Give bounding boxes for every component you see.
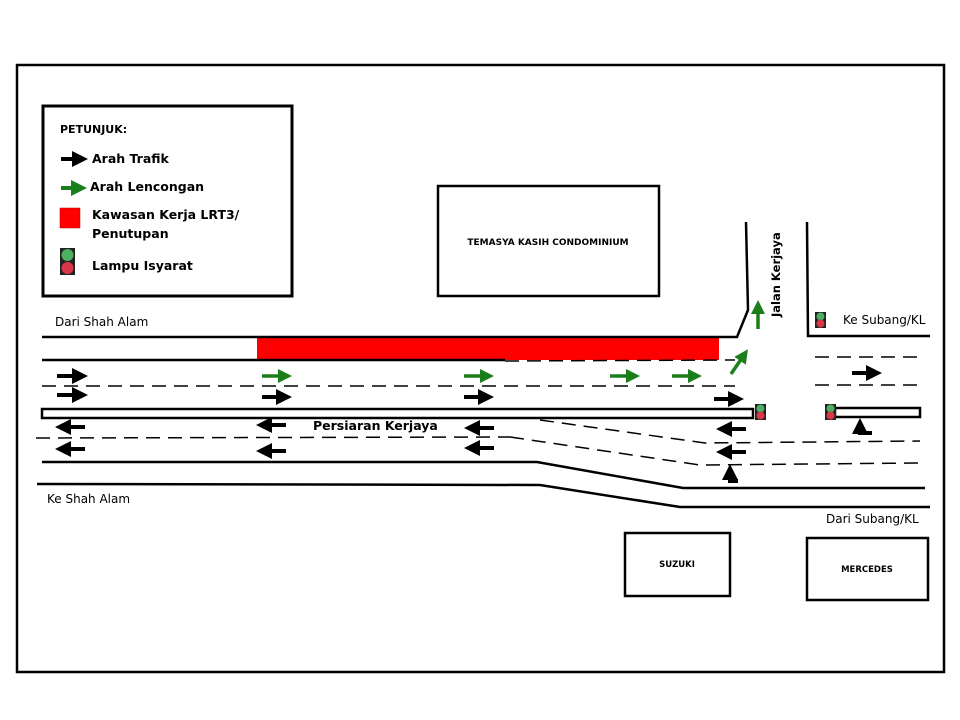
- legend-label-traffic: Arah Trafik: [92, 151, 170, 166]
- label-jalan-kerjaya: Jalan Kerjaya: [769, 232, 783, 318]
- label-to-subang: Ke Subang/KL: [843, 313, 926, 327]
- legend-label-workzone: Kawasan Kerja LRT3/: [92, 207, 240, 222]
- label-to-shah-alam: Ke Shah Alam: [47, 492, 130, 506]
- mercedes-label: MERCEDES: [841, 565, 893, 575]
- label-persiaran-kerjaya: Persiaran Kerjaya: [313, 418, 438, 433]
- legend-label-detour: Arah Lencongan: [90, 179, 204, 194]
- legend-label-closure: Penutupan: [92, 226, 169, 241]
- building-suzuki: SUZUKI: [623, 531, 732, 598]
- traffic-arrows: [55, 365, 882, 483]
- condo-label: TEMASYA KASIH CONDOMINIUM: [467, 238, 628, 248]
- road-lines: [35, 221, 930, 509]
- label-from-shah-alam: Dari Shah Alam: [55, 315, 148, 329]
- traffic-light-icon: [60, 248, 75, 275]
- building-mercedes: MERCEDES: [805, 536, 930, 602]
- traffic-light-icon: [815, 312, 826, 328]
- legend-title: PETUNJUK:: [60, 123, 127, 136]
- suzuki-label: SUZUKI: [659, 560, 695, 570]
- u-turn-arrow-icon: [722, 464, 738, 483]
- detour-arrow-turn: [729, 349, 748, 375]
- lrt3-work-zone: [257, 338, 719, 360]
- legend-label-traffic-light: Lampu Isyarat: [92, 258, 193, 273]
- legend: PETUNJUK: Arah Trafik Arah Lencongan Kaw…: [41, 104, 294, 298]
- detour-arrows: [262, 300, 765, 383]
- traffic-light-icon: [755, 404, 766, 420]
- red-square-icon: [59, 207, 81, 229]
- traffic-light-icon: [825, 404, 836, 420]
- building-condo: TEMASYA KASIH CONDOMINIUM: [436, 184, 661, 298]
- label-from-subang: Dari Subang/KL: [826, 512, 919, 526]
- u-turn-arrow-icon: [852, 418, 872, 435]
